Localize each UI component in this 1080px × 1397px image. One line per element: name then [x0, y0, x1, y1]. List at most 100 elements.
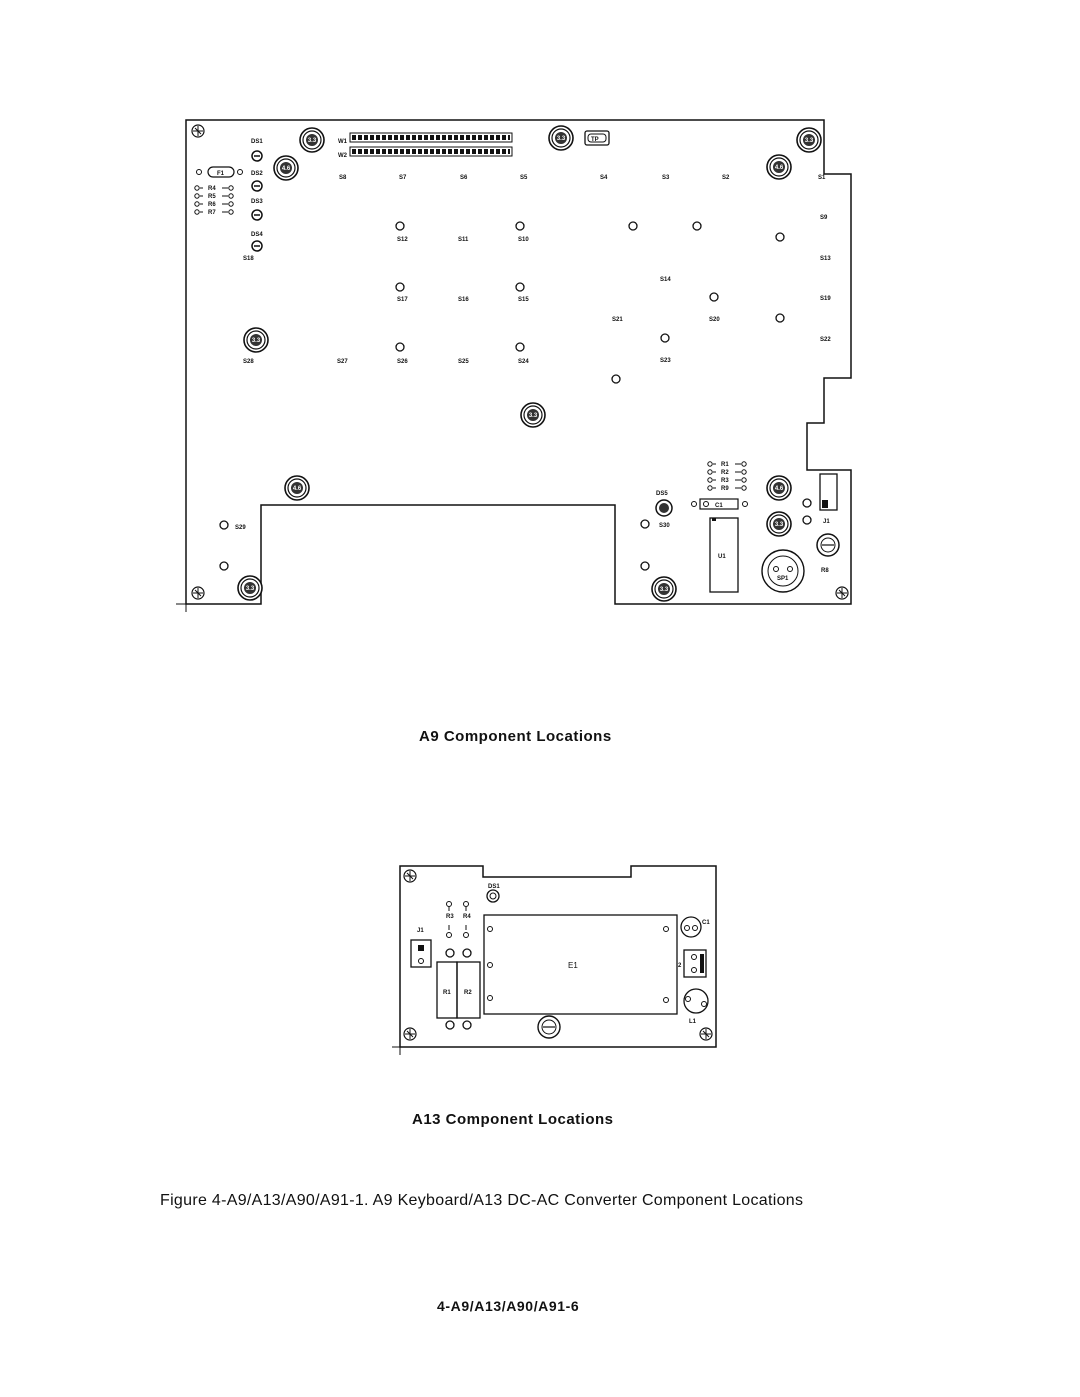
svg-text:R3: R3: [721, 478, 729, 484]
switch-label-s28: S28: [243, 359, 254, 365]
svg-text:3.3: 3.3: [308, 138, 317, 144]
svg-text:3.3: 3.3: [805, 138, 814, 144]
a13-holes: [445, 948, 472, 1030]
a9-caption: A9 Component Locations: [419, 728, 612, 745]
a13-led-ds1: DS1: [486, 884, 500, 903]
svg-text:4.6: 4.6: [293, 486, 302, 492]
a9-board-outline: [185, 119, 852, 605]
svg-text:SP1: SP1: [777, 576, 789, 582]
switch-label-s25: S25: [458, 359, 469, 365]
potentiometer-r8: R8: [816, 533, 840, 574]
switch-label-s8: S8: [339, 175, 347, 181]
switch-label-s29: S29: [235, 525, 246, 531]
ic-u1: U1: [709, 517, 739, 593]
a13-resistor-r3: R3: [446, 901, 454, 938]
switch-label-s27: S27: [337, 359, 348, 365]
svg-text:R7: R7: [208, 210, 216, 216]
a13-board: DS1 R3 R4 J1: [392, 865, 717, 1055]
svg-text:R4: R4: [208, 186, 216, 192]
switch-label-s26: S26: [397, 359, 408, 365]
standoff-3-3: 3.3: [243, 327, 269, 353]
svg-text:4.6: 4.6: [775, 486, 784, 492]
a13-connector-j2: 2: [678, 949, 707, 978]
connector-j1: J1: [819, 473, 838, 525]
switch-label-s20: S20: [709, 317, 720, 323]
led-icon: [251, 150, 263, 162]
switch-label-s7: S7: [399, 175, 407, 181]
standoff-3-3: 3.3: [237, 575, 263, 601]
a13-capacitor-c1: C1: [680, 916, 710, 938]
switch-label-s30: S30: [659, 523, 670, 529]
connector-w1: W1: [338, 132, 513, 145]
a13-connector-j1: J1: [410, 928, 432, 968]
svg-text:W1: W1: [338, 139, 348, 145]
standoff-3-3: 3.3: [796, 127, 822, 153]
corner-mark-icon: [191, 586, 205, 600]
standoff-4-6: 4.6: [284, 475, 310, 501]
a13-resistor-r1: R1: [436, 961, 458, 1019]
a13-module-e1: E1: [483, 914, 678, 1015]
resistor-r5: R5: [194, 193, 234, 200]
a13-inductor-l1: L1: [683, 988, 709, 1025]
switch-label-s11: S11: [458, 237, 469, 243]
standoff-3-3: 3.3: [766, 511, 792, 537]
switch-label-s23: S23: [660, 358, 671, 364]
svg-text:R4: R4: [463, 914, 471, 920]
svg-text:C1: C1: [715, 503, 723, 509]
standoff-3-3: 3.3: [520, 402, 546, 428]
corner-mark-icon: [835, 586, 849, 600]
ds4-label: DS4: [251, 232, 263, 238]
svg-text:4.6: 4.6: [282, 166, 291, 172]
svg-text:DS5: DS5: [656, 491, 668, 497]
test-point-tp: TP: [584, 130, 610, 146]
switch-label-s1: S1: [818, 175, 826, 181]
corner-mark-icon: [699, 1027, 713, 1041]
resistor-r6: R6: [194, 201, 234, 208]
svg-text:2: 2: [678, 963, 682, 969]
fuse-f1: F1: [196, 166, 243, 178]
svg-text:F1: F1: [217, 171, 225, 177]
switch-label-s6: S6: [460, 175, 468, 181]
switch-label-s17: S17: [397, 297, 408, 303]
connector-w2: W2: [338, 146, 513, 159]
svg-text:R2: R2: [464, 990, 472, 996]
switch-label-s5: S5: [520, 175, 528, 181]
svg-text:DS1: DS1: [488, 884, 500, 890]
switch-label-s3: S3: [662, 175, 670, 181]
standoff-3-3: 3.3: [299, 127, 325, 153]
switch-label-s22: S22: [820, 337, 831, 343]
svg-text:R6: R6: [208, 202, 216, 208]
a9-board: 3.3 4.6 3.3 3.3 4.6 3.3 3.3 4.6: [176, 119, 852, 612]
svg-text:R5: R5: [208, 194, 216, 200]
svg-text:3.3: 3.3: [246, 586, 255, 592]
svg-text:R9: R9: [721, 486, 729, 492]
switch-label-s19: S19: [820, 296, 831, 302]
resistor-bank-r1-r9: R1 R2 R3 R9: [707, 461, 747, 492]
s18-label: S18: [243, 256, 254, 262]
standoff-4-6: 4.6: [766, 475, 792, 501]
led-icon: [251, 240, 263, 252]
svg-text:U1: U1: [718, 554, 726, 560]
svg-text:R8: R8: [821, 568, 829, 574]
ds2-label: DS2: [251, 171, 263, 177]
svg-text:3.3: 3.3: [660, 587, 669, 593]
svg-text:W2: W2: [338, 153, 348, 159]
svg-text:C1: C1: [702, 920, 710, 926]
switch-label-s10: S10: [518, 237, 529, 243]
svg-text:R3: R3: [446, 914, 454, 920]
resistor-r7: R7: [194, 209, 234, 216]
corner-mark-icon: [191, 124, 205, 138]
page-number: 4-A9/A13/A90/A91-6: [437, 1298, 580, 1314]
svg-text:R2: R2: [721, 470, 729, 476]
led-ds5: DS5: [655, 491, 673, 517]
svg-text:3.3: 3.3: [775, 522, 784, 528]
corner-mark-icon: [403, 1027, 417, 1041]
svg-text:R1: R1: [443, 990, 451, 996]
svg-text:4.6: 4.6: [775, 165, 784, 171]
svg-text:TP: TP: [591, 137, 599, 143]
svg-text:J1: J1: [823, 519, 830, 525]
standoff-4-6: 4.6: [766, 154, 792, 180]
a13-resistor-r2: R2: [456, 961, 481, 1019]
resistor-r4: R4: [194, 185, 234, 192]
